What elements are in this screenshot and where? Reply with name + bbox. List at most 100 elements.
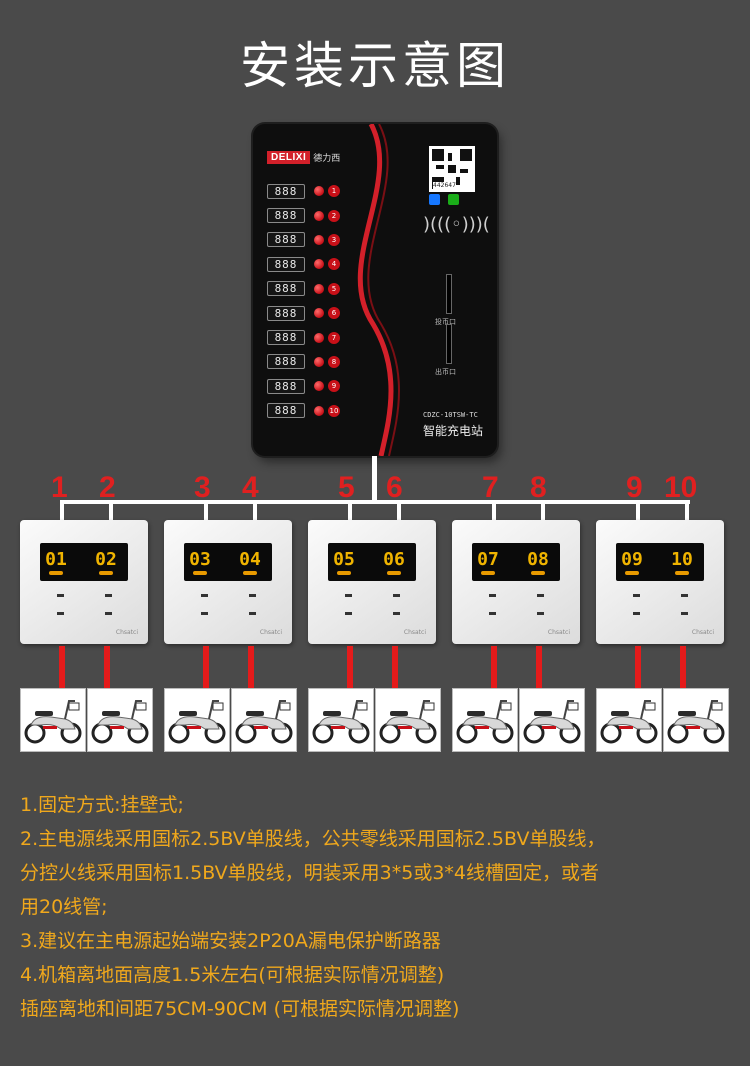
refund-slot[interactable] — [446, 324, 452, 364]
port-number: 3 — [328, 233, 340, 246]
socket-number: 09 — [621, 549, 643, 570]
socket-number: 07 — [477, 549, 499, 570]
socket-hole — [57, 612, 64, 615]
port-button[interactable] — [314, 210, 324, 221]
socket-hole — [249, 594, 256, 597]
socket-display: 05 06 — [328, 543, 416, 581]
branch-wire — [541, 500, 545, 522]
electric-scooter-icon — [375, 688, 441, 752]
socket-brand: Chsatci — [115, 629, 138, 636]
port-button[interactable] — [314, 259, 324, 270]
digit-display: 888 — [267, 281, 305, 297]
socket-hole — [681, 612, 688, 615]
digit-display: 888 — [267, 403, 305, 419]
port-button[interactable] — [314, 405, 324, 416]
electric-scooter-icon — [452, 688, 518, 752]
electric-scooter-icon — [87, 688, 153, 752]
charging-cable — [392, 646, 398, 688]
socket-number: 08 — [527, 549, 549, 570]
electric-scooter-icon — [308, 688, 374, 752]
outlet-label: 6 — [386, 471, 403, 504]
branch-wire — [492, 500, 496, 522]
socket-display: 09 10 — [616, 543, 704, 581]
branch-wire — [253, 500, 257, 522]
socket-hole — [345, 612, 352, 615]
socket-hole — [249, 612, 256, 615]
socket-number: 01 — [45, 549, 67, 570]
dual-socket: 03 04 Chsatci — [164, 520, 292, 644]
socket-indicator — [675, 571, 689, 575]
wechat-pay-icon — [448, 194, 459, 205]
charging-cable — [104, 646, 110, 688]
bus-wire — [60, 500, 690, 504]
port-button[interactable] — [314, 283, 324, 294]
socket-number: 02 — [95, 549, 117, 570]
coin-slot[interactable] — [446, 274, 452, 314]
branch-wire — [204, 500, 208, 522]
dual-socket: 07 08 Chsatci — [452, 520, 580, 644]
electric-scooter-icon — [663, 688, 729, 752]
socket-number: 05 — [333, 549, 355, 570]
port-number: 1 — [328, 185, 340, 198]
socket-display: 01 02 — [40, 543, 128, 581]
branch-wire — [109, 500, 113, 522]
branch-wire — [636, 500, 640, 522]
note-line: 4.机箱离地面高度1.5米左右(可根据实际情况调整) — [20, 964, 445, 986]
port-button[interactable] — [314, 332, 324, 343]
port-button[interactable] — [314, 356, 324, 367]
socket-hole — [537, 594, 544, 597]
note-line: 3.建议在主电源起始端安装2P20A漏电保护断路器 — [20, 930, 441, 952]
socket-display: 07 08 — [472, 543, 560, 581]
socket-brand: Chsatci — [259, 629, 282, 636]
port-button[interactable] — [314, 186, 324, 197]
digit-display: 888 — [267, 305, 305, 321]
coin-slot-label: 投币口 — [435, 318, 456, 326]
qr-code-number: 442647 — [433, 182, 456, 189]
branch-wire — [60, 500, 64, 522]
outlet-label: 1 — [51, 471, 68, 504]
charging-cable — [491, 646, 497, 688]
note-line: 2.主电源线采用国标2.5BV单股线，公共零线采用国标2.5BV单股线， — [20, 828, 606, 850]
socket-hole — [105, 594, 112, 597]
electric-scooter-icon — [519, 688, 585, 752]
socket-indicator — [481, 571, 495, 575]
socket-indicator — [49, 571, 63, 575]
charging-cable — [203, 646, 209, 688]
socket-brand: Chsatci — [691, 629, 714, 636]
charging-cable — [248, 646, 254, 688]
main-wire — [372, 456, 377, 504]
outlet-label: 7 — [482, 471, 499, 504]
charging-cable — [536, 646, 542, 688]
note-line: 1.固定方式:挂壁式; — [20, 794, 184, 816]
branch-wire — [348, 500, 352, 522]
digit-display: 888 — [267, 354, 305, 370]
port-number: 4 — [328, 258, 340, 271]
socket-hole — [105, 612, 112, 615]
socket-indicator — [531, 571, 545, 575]
socket-hole — [489, 594, 496, 597]
socket-hole — [345, 594, 352, 597]
socket-hole — [489, 612, 496, 615]
port-button[interactable] — [314, 234, 324, 245]
dual-socket: 09 10 Chsatci — [596, 520, 724, 644]
branch-wire — [685, 500, 689, 522]
outlet-label: 3 — [194, 471, 211, 504]
port-button[interactable] — [314, 308, 324, 319]
dual-socket: 01 02 Chsatci — [20, 520, 148, 644]
socket-hole — [393, 594, 400, 597]
socket-indicator — [387, 571, 401, 575]
socket-brand: Chsatci — [547, 629, 570, 636]
socket-number: 03 — [189, 549, 211, 570]
payment-icons — [429, 194, 467, 205]
socket-display: 03 04 — [184, 543, 272, 581]
electric-scooter-icon — [20, 688, 86, 752]
digit-display: 888 — [267, 232, 305, 248]
charging-cable — [347, 646, 353, 688]
branch-wire — [397, 500, 401, 522]
port-button[interactable] — [314, 381, 324, 392]
port-display-row: 888 3 — [267, 228, 340, 252]
digit-display: 888 — [267, 256, 305, 272]
